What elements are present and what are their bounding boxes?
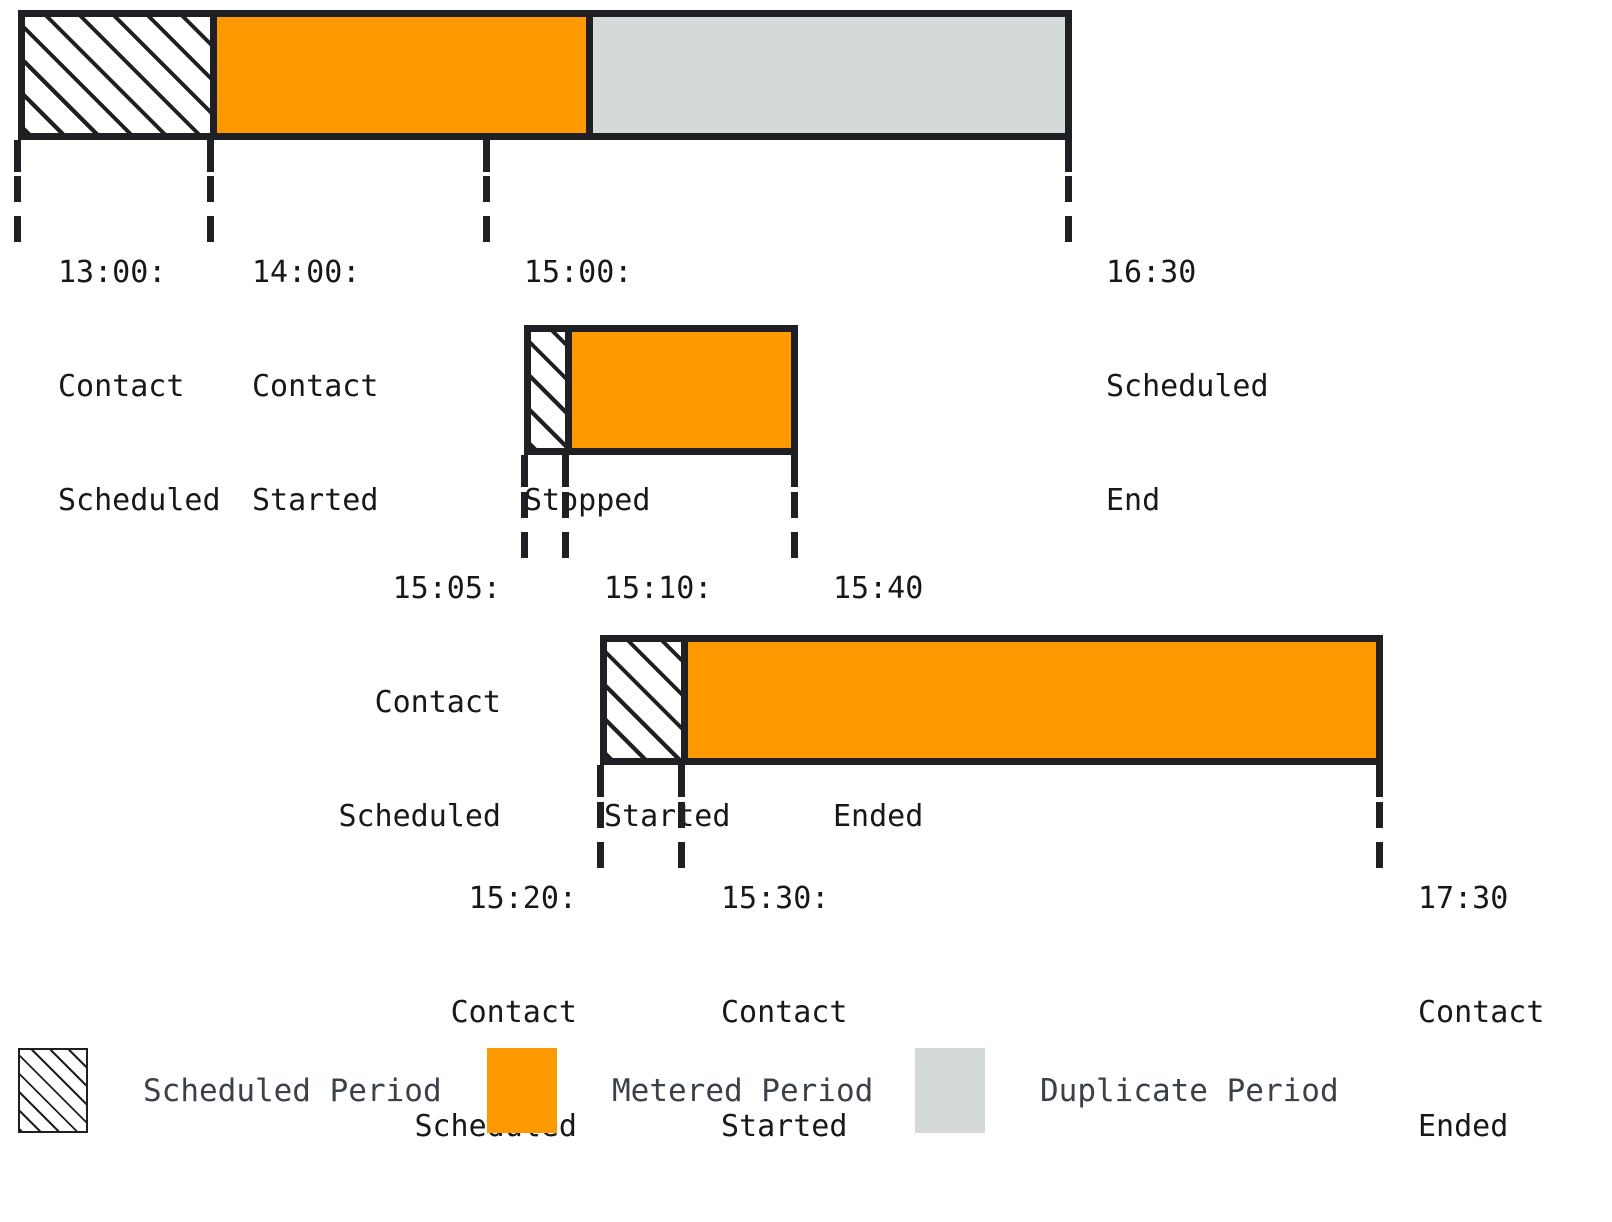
timeline-1-tick-dash-1a xyxy=(14,176,21,202)
timeline-1-bar xyxy=(18,10,1072,140)
legend-label-metered: Metered Period xyxy=(612,1073,874,1109)
timeline-3-segment-scheduled xyxy=(607,642,688,758)
legend-item-duplicate: Duplicate Period xyxy=(915,1040,1345,1150)
timeline-3-tick-dash-2a xyxy=(678,802,685,828)
timeline-1-segment-duplicate xyxy=(586,17,1065,133)
timeline-2-tick-stem-2 xyxy=(562,455,569,487)
timeline-1-marker-label-4: 16:30 Scheduled End xyxy=(1106,178,1436,596)
timeline-2-marker-3-line3: Ended xyxy=(833,799,924,834)
timeline-2-tick-stem-1 xyxy=(521,455,528,487)
timeline-3-tick-dash-3b xyxy=(1376,842,1383,868)
legend-swatch-duplicate-icon xyxy=(915,1048,985,1133)
timeline-row-3: 15:20: Contact Scheduled 15:30: Contact … xyxy=(0,620,1612,1144)
timeline-3-marker-3-line3: Ended xyxy=(1418,1109,1509,1144)
timeline-1-marker-4-line3: End xyxy=(1106,483,1161,518)
timeline-1-marker-1-time: 13:00: xyxy=(58,255,167,290)
timeline-3-marker-2-line2: Contact xyxy=(721,995,848,1030)
timeline-3-tick-dash-3a xyxy=(1376,802,1383,828)
legend-label-duplicate: Duplicate Period xyxy=(1040,1073,1339,1109)
timeline-2-marker-label-1: 15:05: Contact Scheduled xyxy=(181,494,501,912)
timeline-2-marker-1-time: 15:05: xyxy=(392,571,501,606)
timeline-2-marker-3-time: 15:40 xyxy=(833,571,924,606)
timeline-2-bar xyxy=(524,325,798,455)
timeline-row-1: 13:00: Contact Scheduled 14:00: Contact … xyxy=(0,0,1612,518)
timeline-2-marker-2-line3: Started xyxy=(604,799,731,834)
legend: Scheduled Period Metered Period Duplicat… xyxy=(0,1040,1612,1160)
timeline-2-tick-dash-3b xyxy=(791,532,798,558)
timeline-1-tick-stem-1 xyxy=(14,140,21,172)
timeline-2-tick-stem-3 xyxy=(791,455,798,487)
timeline-1-tick-dash-4a xyxy=(1065,176,1072,202)
timeline-2-tick-dash-2a xyxy=(562,492,569,518)
timeline-1-tick-dash-2b xyxy=(207,216,214,242)
timeline-2-marker-1-line2: Contact xyxy=(374,685,501,720)
timeline-1-tick-dash-2a xyxy=(207,176,214,202)
timeline-3-segment-metered xyxy=(688,642,1376,758)
timeline-2-segment-scheduled xyxy=(531,332,572,448)
timeline-2-marker-1-line3: Scheduled xyxy=(338,799,501,834)
timeline-3-tick-dash-1b xyxy=(597,842,604,868)
timeline-1-tick-stem-3 xyxy=(483,140,490,172)
timeline-1-marker-label-1: 13:00: Contact Scheduled xyxy=(58,178,318,596)
timeline-1-marker-label-2: 14:00: Contact Started xyxy=(252,178,492,596)
timeline-2-tick-dash-1a xyxy=(521,492,528,518)
timeline-2-marker-2-time: 15:10: xyxy=(604,571,713,606)
timeline-1-marker-4-line2: Scheduled xyxy=(1106,369,1269,404)
timeline-3-tick-dash-1a xyxy=(597,802,604,828)
timeline-2-tick-dash-2b xyxy=(562,532,569,558)
timeline-3-bar xyxy=(600,635,1383,765)
timeline-3-tick-dash-2b xyxy=(678,842,685,868)
timeline-1-tick-dash-3b xyxy=(483,216,490,242)
timeline-1-marker-4-time: 16:30 xyxy=(1106,255,1197,290)
timeline-3-tick-stem-2 xyxy=(678,765,685,797)
timeline-3-marker-label-2: 15:30: Contact Started xyxy=(721,804,981,1222)
timeline-1-tick-dash-4b xyxy=(1065,216,1072,242)
timeline-1-tick-dash-3a xyxy=(483,176,490,202)
timeline-3-tick-stem-1 xyxy=(597,765,604,797)
timeline-3-marker-3-time: 17:30 xyxy=(1418,881,1509,916)
legend-label-scheduled: Scheduled Period xyxy=(143,1073,442,1109)
timeline-row-2: 15:05: Contact Scheduled 15:10: Contact … xyxy=(0,310,1612,834)
timeline-3-marker-3-line2: Contact xyxy=(1418,995,1545,1030)
timeline-1-marker-2-line3: Started xyxy=(252,483,379,518)
timeline-1-marker-3-time: 15:00: xyxy=(524,255,633,290)
timeline-1-tick-dash-1b xyxy=(14,216,21,242)
timeline-3-marker-1-time: 15:20: xyxy=(468,881,577,916)
timeline-1-marker-3-line3: Stopped xyxy=(524,483,651,518)
timeline-1-marker-1-line2: Contact xyxy=(58,369,185,404)
timeline-1-marker-2-time: 14:00: xyxy=(252,255,361,290)
timeline-2-tick-dash-1b xyxy=(521,532,528,558)
timeline-1-marker-2-line2: Contact xyxy=(252,369,379,404)
legend-item-metered: Metered Period xyxy=(487,1040,887,1150)
legend-swatch-scheduled-icon xyxy=(18,1048,88,1133)
timeline-1-segment-scheduled xyxy=(25,17,217,133)
legend-swatch-metered-icon xyxy=(487,1048,557,1133)
timeline-1-tick-stem-2 xyxy=(207,140,214,172)
timeline-3-marker-2-time: 15:30: xyxy=(721,881,830,916)
timeline-3-tick-stem-3 xyxy=(1376,765,1383,797)
timeline-2-segment-metered xyxy=(572,332,791,448)
timeline-2-tick-dash-3a xyxy=(791,492,798,518)
timeline-3-marker-1-line2: Contact xyxy=(450,995,577,1030)
timeline-1-tick-stem-4 xyxy=(1065,140,1072,172)
timeline-3-marker-2-line3: Started xyxy=(721,1109,848,1144)
timeline-1-marker-1-line3: Scheduled xyxy=(58,483,221,518)
timeline-3-marker-label-3: 17:30 Contact Ended xyxy=(1418,804,1612,1222)
legend-item-scheduled: Scheduled Period xyxy=(18,1040,448,1150)
timeline-1-segment-metered xyxy=(217,17,586,133)
